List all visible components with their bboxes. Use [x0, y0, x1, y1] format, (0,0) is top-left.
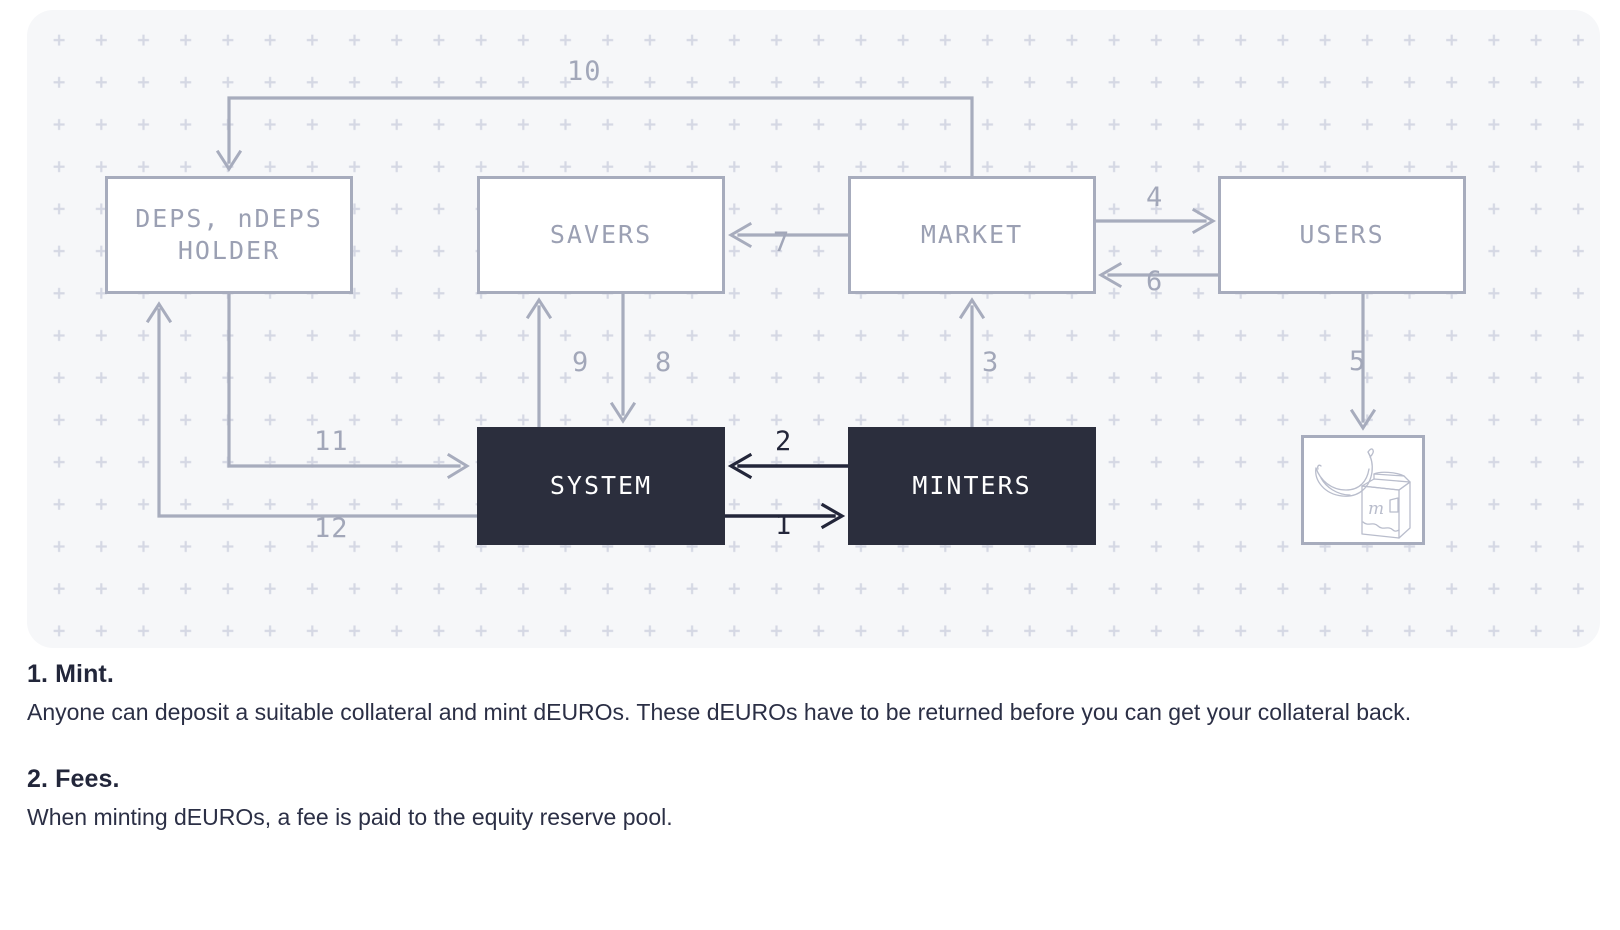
- diagram-node-minters[interactable]: MINTERS: [848, 427, 1096, 545]
- edge-label-2: 2: [775, 426, 793, 457]
- section-title: 1. Mint.: [27, 660, 114, 688]
- edge-label-8: 8: [655, 347, 673, 378]
- edge-label-1: 1: [775, 510, 793, 541]
- edge-label-5: 5: [1349, 346, 1367, 377]
- diagram-node-goods[interactable]: m: [1301, 435, 1425, 545]
- diagram-connectors: [145, 96, 1377, 530]
- diagram-node-system[interactable]: SYSTEM: [477, 427, 725, 545]
- explanatory-copy: 1. Mint. Anyone can deposit a suitable c…: [27, 660, 1507, 834]
- node-label: USERS: [1299, 220, 1385, 249]
- edge-label-9: 9: [572, 347, 590, 378]
- diagram-node-market[interactable]: MARKET: [848, 176, 1096, 294]
- edge-label-11: 11: [314, 426, 349, 457]
- diagram-node-users[interactable]: USERS: [1218, 176, 1466, 294]
- section-mint: 1. Mint. Anyone can deposit a suitable c…: [27, 660, 1507, 729]
- section-title: 2. Fees.: [27, 765, 120, 794]
- edge-label-12: 12: [314, 513, 349, 544]
- node-label: MARKET: [920, 220, 1024, 249]
- edge-label-4: 4: [1146, 182, 1164, 213]
- milk-carton-letter: m: [1368, 499, 1386, 519]
- section-body: When minting dEUROs, a fee is paid to th…: [27, 804, 673, 831]
- diagram-node-savers[interactable]: SAVERS: [477, 176, 725, 294]
- groceries-bananas-milk-icon: m: [1315, 448, 1411, 539]
- node-label: SAVERS: [549, 220, 653, 249]
- edge-label-7: 7: [773, 227, 791, 258]
- edge-label-10: 10: [567, 56, 602, 87]
- node-label: MINTERS: [912, 471, 1032, 500]
- node-label: SYSTEM: [549, 471, 653, 500]
- section-body: Anyone can deposit a suitable collateral…: [27, 699, 1412, 725]
- section-fees: 2. Fees. When minting dEUROs, a fee is p…: [27, 765, 1507, 834]
- edge-label-6: 6: [1146, 266, 1164, 297]
- edge-label-3: 3: [982, 347, 1000, 378]
